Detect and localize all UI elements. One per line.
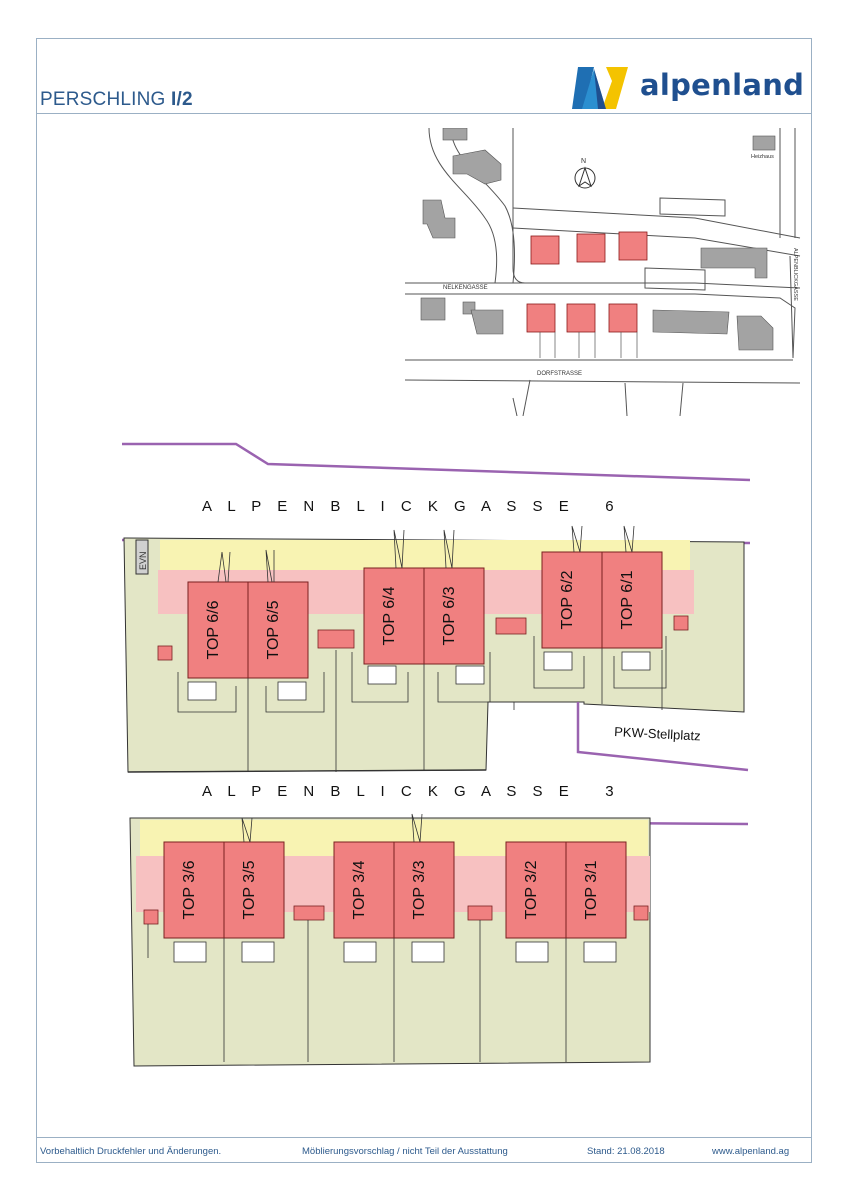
footer-furnishing-note: Möblierungsvorschlag / nicht Teil der Au… — [302, 1146, 508, 1157]
footer-divider — [36, 1137, 812, 1138]
alpenland-logo: alpenland — [572, 60, 804, 110]
project-number: I/2 — [171, 89, 193, 110]
header-divider — [36, 113, 812, 114]
project-name: PERSCHLING — [40, 89, 166, 110]
alpenland-mountain-icon — [572, 67, 628, 109]
unit-label-3-6: TOP 3/6 — [181, 860, 198, 919]
unit-label-3-1: TOP 3/1 — [583, 860, 600, 919]
evn-label: EVN — [138, 551, 148, 570]
logo-wordmark: alpenland — [640, 68, 805, 102]
map-label-alpenblickgasse: ALPENBLICKGASSE — [792, 248, 798, 301]
north-arrow-label: N — [581, 158, 586, 165]
site-plan: EVN A L P E N B L I C K G A S S E 6 A L — [121, 442, 750, 1067]
footer-disclaimer: Vorbehaltlich Druckfehler und Änderungen… — [40, 1146, 222, 1157]
unit-label-6-5: TOP 6/5 — [265, 600, 282, 659]
map-label-heizhaus: Heizhaus — [751, 154, 774, 160]
project-title: PERSCHLING I/2 — [40, 89, 193, 111]
site-overview-map: N NELKENGASSE DORFSTRASSE ALPENBLICKGASS… — [405, 128, 805, 416]
street-label-south: A L P E N B L I C K G A S S E 3 — [202, 783, 620, 800]
footer-website-link[interactable]: www.alpenland.ag — [712, 1146, 790, 1157]
unit-label-3-5: TOP 3/5 — [241, 860, 258, 919]
unit-label-6-6: TOP 6/6 — [205, 600, 222, 659]
map-label-nelkengasse: NELKENGASSE — [443, 285, 488, 291]
unit-label-6-4: TOP 6/4 — [381, 586, 398, 645]
unit-label-3-3: TOP 3/3 — [411, 860, 428, 919]
unit-label-6-2: TOP 6/2 — [559, 570, 576, 629]
footer-date: Stand: 21.08.2018 — [587, 1146, 665, 1157]
unit-label-6-1: TOP 6/1 — [619, 570, 636, 629]
page-frame — [36, 38, 812, 1163]
parking-label: PKW-Stellplatz — [614, 724, 701, 744]
map-label-dorfstrasse: DORFSTRASSE — [537, 371, 582, 377]
unit-label-6-3: TOP 6/3 — [441, 586, 458, 645]
unit-label-3-4: TOP 3/4 — [351, 860, 368, 919]
unit-label-3-2: TOP 3/2 — [523, 860, 540, 919]
street-label-north: A L P E N B L I C K G A S S E 6 — [202, 498, 620, 515]
